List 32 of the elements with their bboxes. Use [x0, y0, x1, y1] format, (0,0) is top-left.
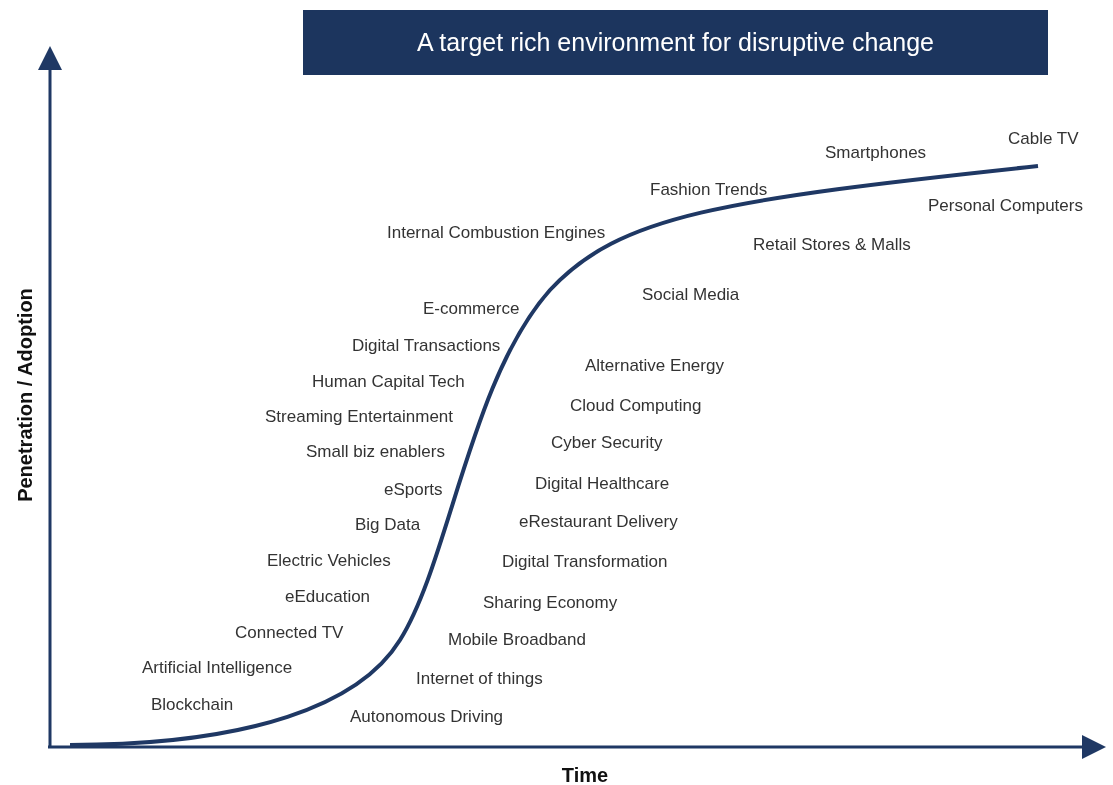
curve-label: Electric Vehicles — [267, 550, 391, 572]
curve-label: Small biz enablers — [306, 441, 445, 463]
curve-label: Digital Transformation — [502, 551, 668, 573]
curve-label: E-commerce — [423, 298, 520, 320]
curve-label: Retail Stores & Malls — [753, 234, 911, 256]
curve-label: Connected TV — [235, 622, 344, 644]
curve-label: Smartphones — [825, 142, 927, 164]
curve-label: Internal Combustion Engines — [387, 222, 606, 244]
curve-label: Artificial Intelligence — [142, 657, 293, 679]
curve-label: Streaming Entertainment — [265, 406, 454, 428]
curve-label: Personal Computers — [928, 195, 1083, 217]
curve-label: eEducation — [285, 586, 371, 608]
curve-label: Autonomous Driving — [350, 706, 504, 728]
curve-label: Cyber Security — [551, 432, 663, 454]
curve-label: Cable TV — [1008, 128, 1079, 150]
curve-label: Mobile Broadband — [448, 629, 586, 651]
curve-label: Digital Healthcare — [535, 473, 670, 495]
curve-label: Big Data — [355, 514, 421, 536]
title-banner: A target rich environment for disruptive change — [303, 10, 1048, 75]
curve-label: Internet of things — [416, 668, 543, 690]
curve-label: Fashion Trends — [650, 179, 768, 201]
curve-label: Alternative Energy — [585, 355, 724, 377]
curve-label: eSports — [384, 479, 443, 501]
axis-title: Time — [561, 763, 609, 785]
axis-title: Penetration / Adoption — [13, 288, 37, 502]
curve-label: Sharing Economy — [483, 592, 618, 614]
curve-label: Digital Transactions — [352, 335, 501, 357]
curve-label: Cloud Computing — [570, 395, 702, 417]
curve-label: Human Capital Tech — [312, 371, 465, 393]
curve-label: Blockchain — [151, 694, 234, 716]
curve-label: Social Media — [642, 284, 740, 306]
curve-label: eRestaurant Delivery — [519, 511, 678, 533]
